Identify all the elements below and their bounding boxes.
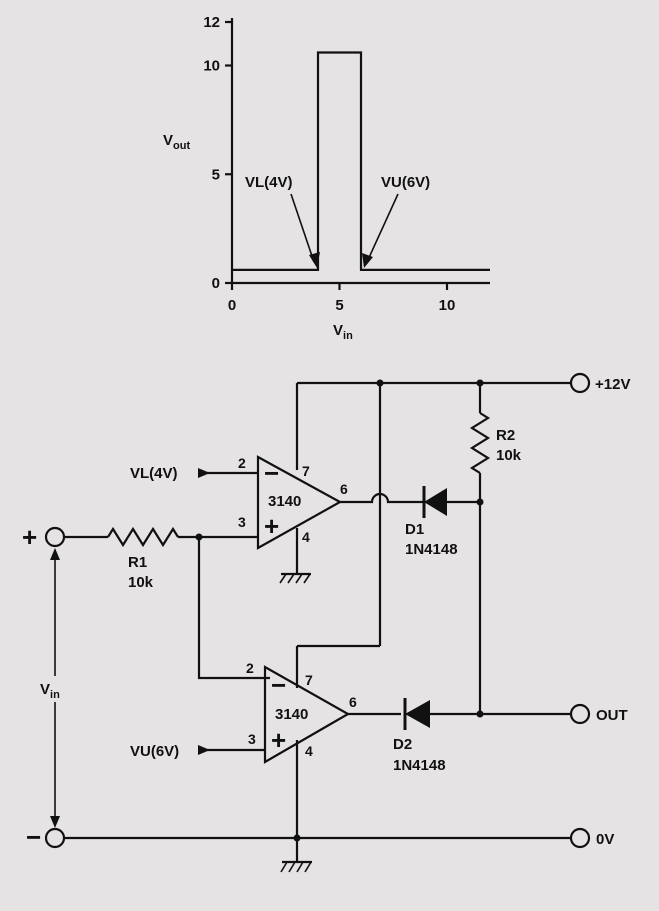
r1-value: 10k [128,574,154,591]
opamp1-plus-sign: + [264,511,279,541]
opamp1-input-label: VL(4V) [130,465,178,482]
opamp1-part-label: 3140 [268,493,301,510]
d1-name: D1 [405,521,424,538]
input-plus-terminal [44,526,66,548]
opamp2-minus-sign: − [271,670,286,700]
y-axis-label: Vout [163,132,190,152]
vin-label: Vin [40,681,60,701]
output-terminal [569,703,591,725]
diode-d2 [403,698,430,730]
output-label: OUT [596,707,628,724]
opamp1-pin-6: 6 [340,481,348,497]
supply-terminal [569,372,591,394]
opamp2-pin-6: 6 [349,694,357,710]
input-minus-label: − [26,822,41,852]
lower-threshold-label: VL(4V) [245,174,293,191]
opamp2-pin-3: 3 [248,731,256,747]
opamp1-triangle [256,455,343,550]
r2-value: 10k [496,447,522,464]
opamp2-plus-sign: + [271,725,286,755]
vin-arrowhead-up [50,548,60,560]
opamp2-input-label: VU(6V) [130,743,179,760]
d2-part: 1N4148 [393,757,446,774]
vin-label-bg [36,676,74,702]
r2-name: R2 [496,427,515,444]
opamp2-pin-2: 2 [246,660,254,676]
y-tick-label: 10 [203,58,220,75]
transfer-graph: 12 10 5 00 5 10 Vout Vin VL(4V) VU(6V) [163,14,490,342]
input-minus-terminal [44,827,66,849]
opamp2-triangle [263,665,351,764]
x-tick-label: 10 [439,297,456,314]
y-tick-label: 12 [203,14,220,31]
diode-d1 [422,486,447,518]
opamp1-pin-4: 4 [302,529,310,545]
opamp2-inverting-wire [197,537,270,680]
d2-name: D2 [393,736,412,753]
graph-ticks: 12 10 5 00 5 10 [203,14,455,314]
supply-label: +12V [595,376,630,393]
x-tick-label: 5 [335,297,343,314]
opamp2-part-label: 3140 [275,706,308,723]
input-plus-label: + [22,522,37,552]
opamp1-input-arrow [198,468,210,478]
circuit-schematic: +12V 3140 − + 2 3 7 6 4 VL(4V) D1 [22,372,630,873]
opamp1-pin-3: 3 [238,514,246,530]
lower-threshold-pointer [290,193,315,263]
d1-part: 1N4148 [405,541,458,558]
ground-symbol [280,860,312,873]
ground-symbol [279,572,311,584]
lower-threshold-arrowhead [309,252,320,268]
r1-name: R1 [128,554,147,571]
ground-label: 0V [596,831,614,848]
y-tick-label: 5 [212,166,220,183]
opamp2-pin-7: 7 [305,672,313,688]
x-tick-label: 0 [228,297,236,314]
y-tick-label: 0 [212,275,220,292]
x-axis-label: Vin [333,322,353,342]
resistor-r2 [469,412,491,474]
junction-dot [476,710,484,718]
upper-threshold-label: VU(6V) [381,174,430,191]
ground-terminal [569,827,591,849]
vin-arrowhead-down [50,816,60,828]
opamp2-pin-4: 4 [305,743,313,759]
upper-threshold-pointer [366,193,399,263]
opamp1-minus-sign: − [264,458,279,488]
upper-threshold-arrowhead [362,253,373,268]
resistor-r1 [107,526,179,548]
opamp1-pin-2: 2 [238,455,246,471]
opamp1-pin-7: 7 [302,463,310,479]
opamp1-output-wire [340,492,404,504]
vout-curve [232,51,490,271]
opamp2-input-arrow [198,745,210,755]
